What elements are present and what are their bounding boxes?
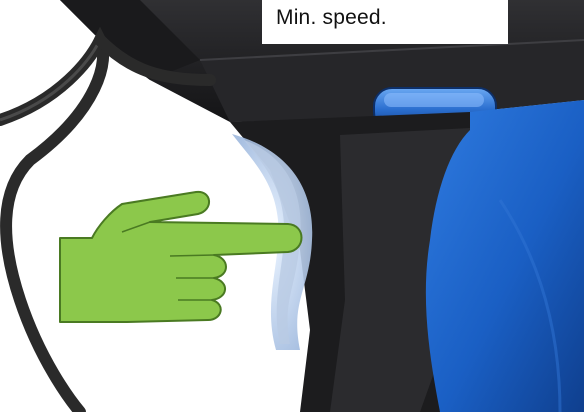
caption-text: Min. speed.	[276, 6, 387, 29]
caption-box: Min. speed.	[262, 0, 508, 44]
pointing-hand-icon	[60, 192, 302, 322]
